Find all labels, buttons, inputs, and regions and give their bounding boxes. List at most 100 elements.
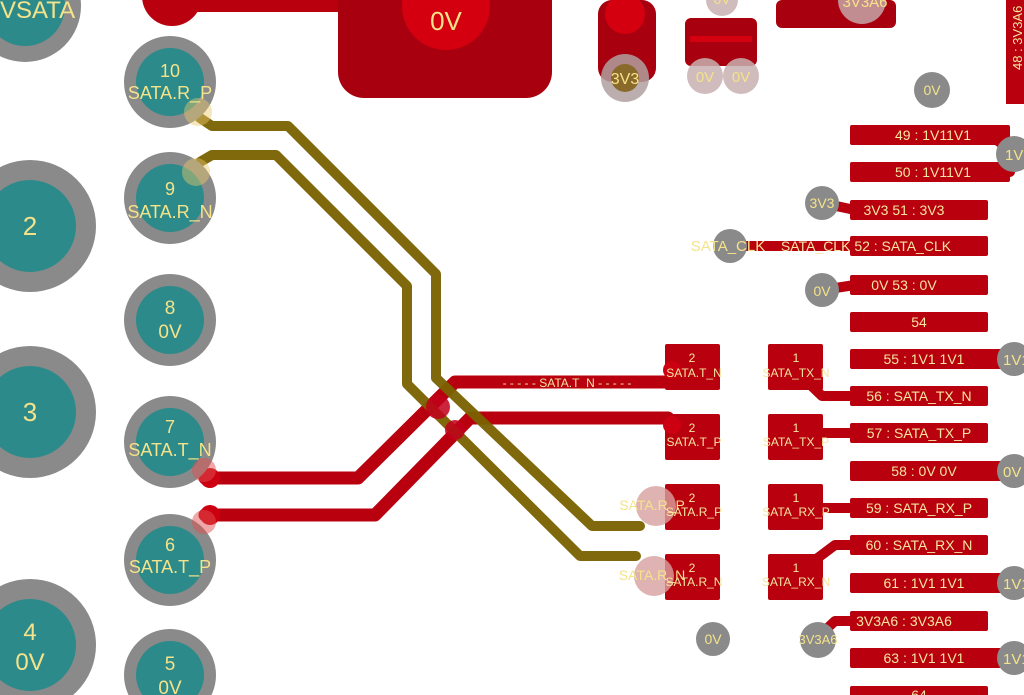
ic-pin-62[interactable] (850, 611, 988, 631)
via-0v-bottom[interactable] (696, 622, 730, 656)
pin-8[interactable] (124, 274, 216, 366)
ic-pin-55[interactable] (850, 349, 1024, 369)
via-0v-a[interactable] (687, 58, 723, 94)
cap2-pad1[interactable] (768, 414, 823, 460)
ic-pin-52[interactable] (850, 236, 988, 256)
cap4-right-net: SATA_RX_N (762, 575, 830, 589)
via-rn-end[interactable] (634, 556, 674, 596)
ic-pin-56-label: 56 : SATA_TX_N (866, 388, 971, 404)
ac-coupling-caps (665, 344, 823, 600)
via-3v3-left[interactable] (805, 186, 839, 220)
via-3v3-top[interactable] (601, 54, 649, 102)
ic-pin-50[interactable] (850, 162, 1010, 182)
via-0v-right-b[interactable] (997, 454, 1024, 488)
label-3v3a6-top: 3V3A6 (842, 0, 887, 11)
pin-3-num: 3 (23, 397, 37, 427)
pin-6-net: SATA.T_P (129, 557, 211, 578)
via-rp-end[interactable] (636, 486, 676, 526)
via-label-0v-58: 0V (1003, 464, 1021, 481)
pin-10-net: SATA.R_P (128, 83, 212, 104)
ic-pin-49[interactable] (850, 125, 1010, 145)
via-sata-clk[interactable] (713, 229, 747, 263)
pin-6[interactable] (124, 514, 216, 606)
cap3-right-net: SATA_RX_P (762, 505, 830, 519)
via-3v3a6-bottom[interactable] (800, 622, 836, 658)
pin-4[interactable] (0, 579, 96, 695)
pin-7[interactable] (124, 396, 216, 488)
ic-pin-61[interactable] (850, 573, 1024, 593)
component-0v-pads-bar (690, 36, 752, 42)
pin-8-net: 0V (158, 322, 182, 343)
ic-pin-62-label: 3V3A6 : 3V3A6 (856, 613, 952, 629)
ic-pin-52-label: SATA_CLK 52 : SATA_CLK (781, 238, 952, 254)
ic-pin-59[interactable] (850, 498, 988, 518)
cap1-left-net: SATA.T_N (666, 366, 722, 380)
cap3-left-net: SATA.R_P (666, 505, 722, 519)
cap2-right-num: 1 (793, 421, 800, 435)
ic-pin-60-label: 60 : SATA_RX_N (866, 537, 973, 553)
label-0v-top: 0V (713, 0, 731, 7)
via-0v-right[interactable] (914, 72, 950, 108)
pin-7-num: 7 (165, 417, 175, 437)
ic-pin-53[interactable] (850, 275, 988, 295)
pin-10[interactable] (124, 36, 216, 128)
pin-2[interactable] (0, 160, 96, 292)
via-label-1v1-61: 1V1 (1003, 576, 1024, 593)
via-1v1-c[interactable] (997, 566, 1024, 600)
right-edge-pin-48[interactable] (1006, 0, 1024, 104)
cap3-left-num: 2 (689, 491, 696, 505)
pin-3[interactable] (0, 346, 96, 478)
pin-5-num: 5 (165, 654, 176, 675)
ic-pin-60[interactable] (850, 535, 988, 555)
cap3-pad2[interactable] (665, 484, 720, 530)
ic-pin-57[interactable] (850, 423, 988, 443)
pin-5[interactable] (124, 629, 216, 695)
ic-pin-58[interactable] (850, 461, 1024, 481)
label-0v-a: 0V (696, 69, 714, 86)
ic-pin-51-label: 3V3 51 : 3V3 (864, 202, 945, 218)
ic-pin-63[interactable] (850, 648, 1024, 668)
via-0v-mid[interactable] (805, 273, 839, 307)
pin-vsata[interactable] (0, 0, 81, 62)
tn-trace-label: - - - - - SATA.T_N - - - - - (503, 376, 632, 390)
cap-labels: 2 SATA.T_N 1 SATA_TX_N 2 SATA.T_P 1 SATA… (666, 351, 831, 589)
cross-a (426, 395, 450, 419)
ic-pin-56[interactable] (850, 386, 988, 406)
pin-4-net: 0V (15, 649, 44, 676)
t-p-hl (192, 510, 216, 534)
cap1-pad2[interactable] (665, 344, 720, 390)
ic-pin-64[interactable] (850, 686, 988, 695)
ic-pin-49-label: 49 : 1V11V1 (895, 127, 971, 143)
cap1-pad1[interactable] (768, 344, 823, 390)
via-1v1-loop[interactable] (996, 136, 1024, 172)
trace-sata-r-p (195, 113, 645, 531)
ic-pin-63-label: 63 : 1V1 1V1 (884, 650, 965, 666)
via-3v3a6-top[interactable] (838, 0, 886, 24)
ic-pin-54-label: 54 (911, 314, 927, 330)
via-top-0v[interactable] (706, 0, 738, 16)
rp-end-label: SATA.R_P (619, 497, 685, 513)
ic-pin-54[interactable] (850, 312, 988, 332)
ic-pin-51[interactable] (850, 200, 988, 220)
vias (601, 0, 1024, 675)
ic-pin-53-label: 0V 53 : 0V (871, 277, 937, 293)
right-edge-pin-48-label: 48 : 3V3A6 (1010, 6, 1024, 70)
cap3-pad1[interactable] (768, 484, 823, 530)
pin-5-net: 0V (158, 678, 182, 695)
via-1v1-a[interactable] (997, 342, 1024, 376)
via-label-0v-right: 0V (923, 82, 941, 98)
pin-9[interactable] (124, 152, 216, 244)
tn-cap-end (663, 361, 681, 379)
cap4-left-num: 2 (689, 561, 696, 575)
cap4-pad1[interactable] (768, 554, 823, 600)
pin-4-num: 4 (23, 619, 36, 646)
cap4-pad2[interactable] (665, 554, 720, 600)
r-p-hl (184, 98, 212, 126)
ic-pin-labels: 49 : 1V11V1 50 : 1V11V1 3V3 51 : 3V3 SAT… (781, 127, 973, 695)
via-0v-b[interactable] (723, 58, 759, 94)
cap2-left-net: SATA.T_P (667, 435, 722, 449)
via-label-3v3-left: 3V3 (810, 195, 835, 211)
cap4-right-num: 1 (793, 561, 800, 575)
via-1v1-d[interactable] (997, 641, 1024, 675)
